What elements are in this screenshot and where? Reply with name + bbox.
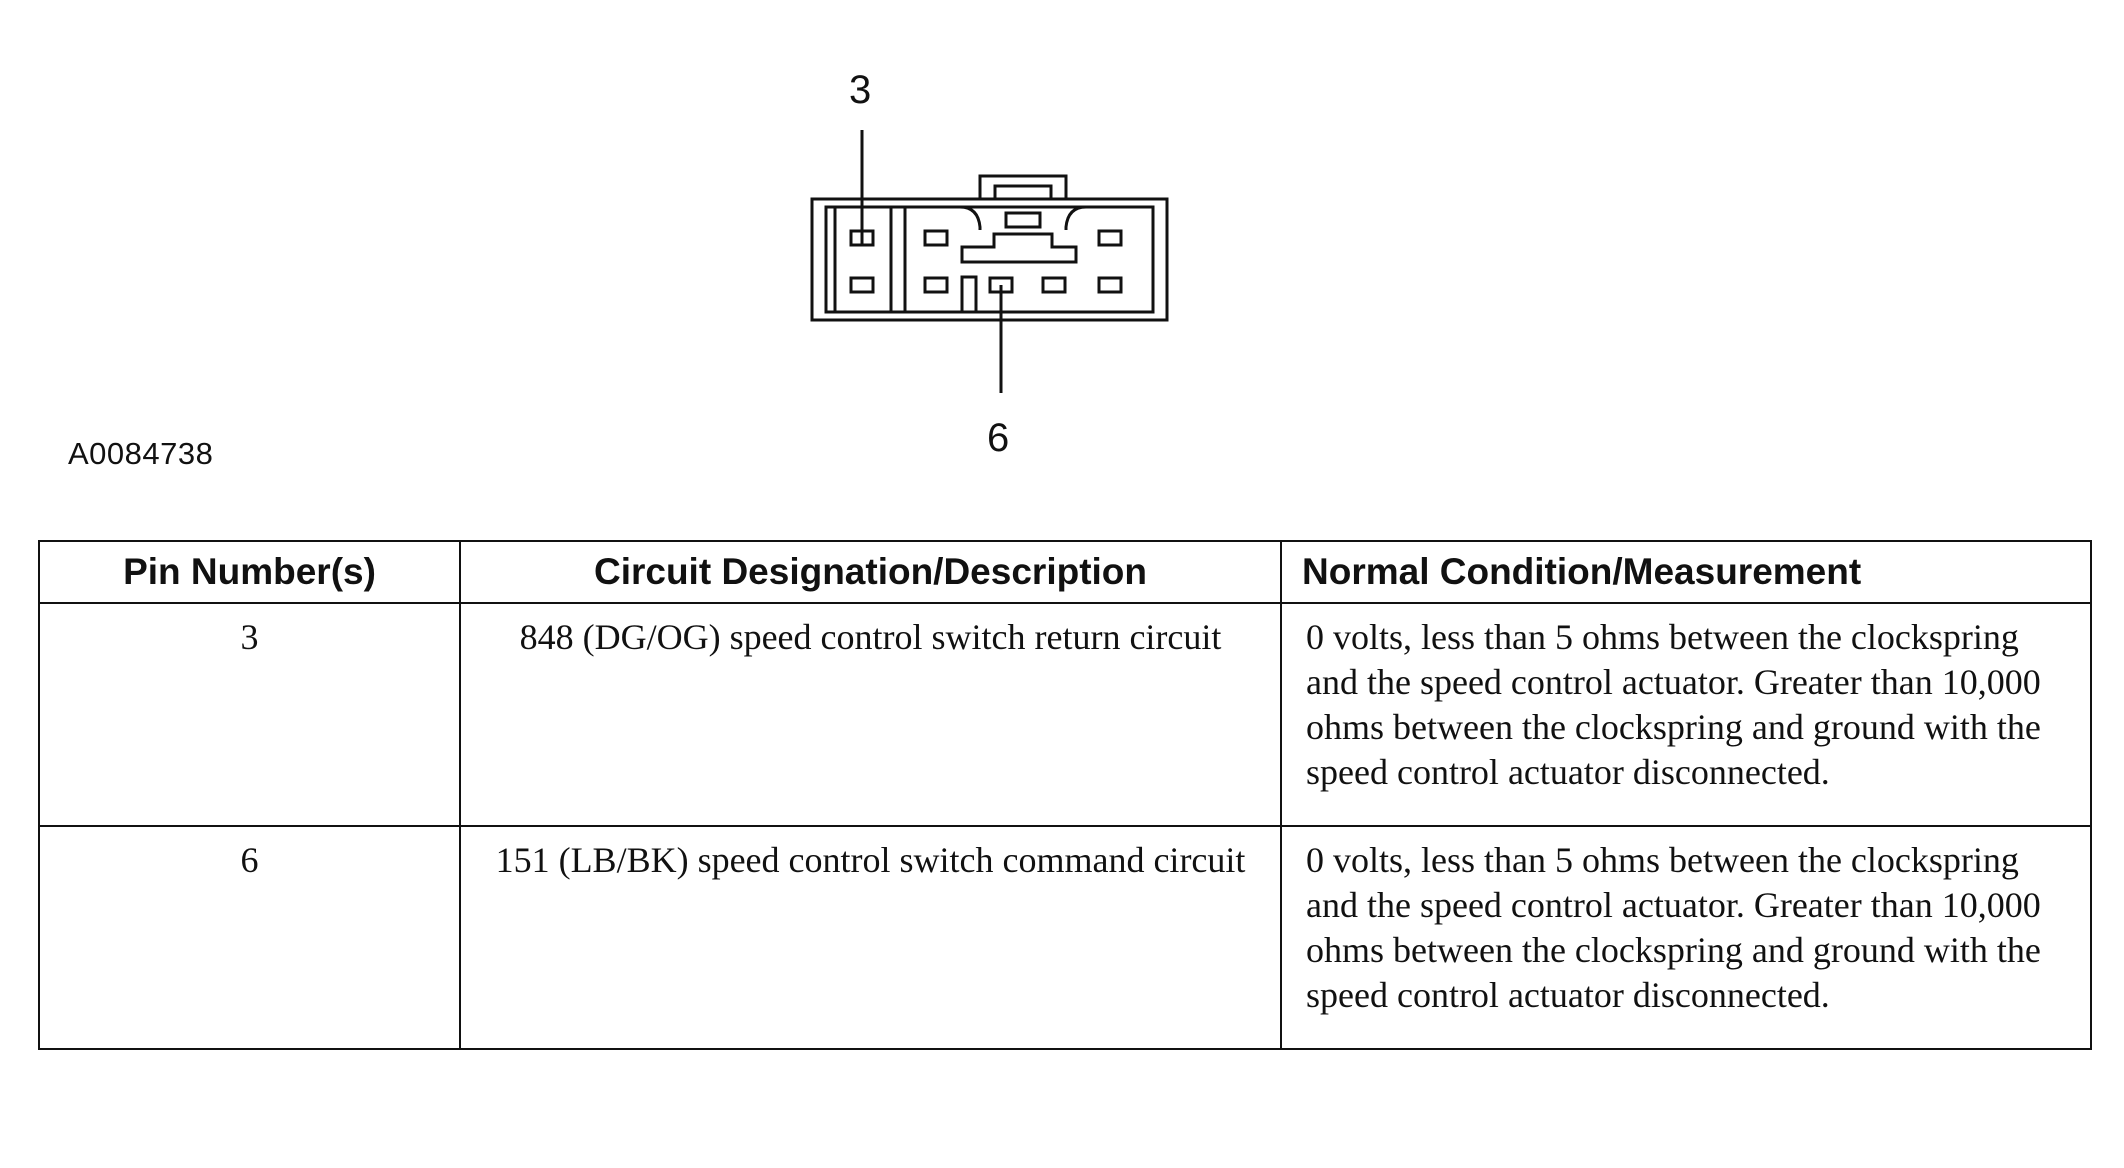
table-row: 6 151 (LB/BK) speed control switch comma… [38,825,2092,1050]
connector-inner-outline [824,205,1155,314]
cell-pin: 6 [38,825,461,1050]
pin-3-label: 3 [849,68,872,112]
figure-id: A0084738 [68,436,214,471]
connector-diagram: 3 6 A0084738 [0,0,2124,480]
header-circuit-description: Circuit Designation/Description [459,540,1282,604]
header-pin-numbers: Pin Number(s) [38,540,461,604]
header-normal-condition: Normal Condition/Measurement [1280,540,2092,604]
cell-condition: 0 volts, less than 5 ohms between the cl… [1280,602,2092,827]
connector-housing-outline [810,197,1169,322]
table-row: 3 848 (DG/OG) speed control switch retur… [38,602,2092,827]
pin-table: Pin Number(s) Circuit Designation/Descri… [38,540,2092,1050]
cell-circuit: 151 (LB/BK) speed control switch command… [459,825,1282,1050]
pin-6-label: 6 [987,416,1010,460]
table-header-row: Pin Number(s) Circuit Designation/Descri… [38,540,2092,604]
cell-pin: 3 [38,602,461,827]
cell-circuit: 848 (DG/OG) speed control switch return … [459,602,1282,827]
cell-condition: 0 volts, less than 5 ohms between the cl… [1280,825,2092,1050]
connector-face-drawing [810,130,1169,393]
